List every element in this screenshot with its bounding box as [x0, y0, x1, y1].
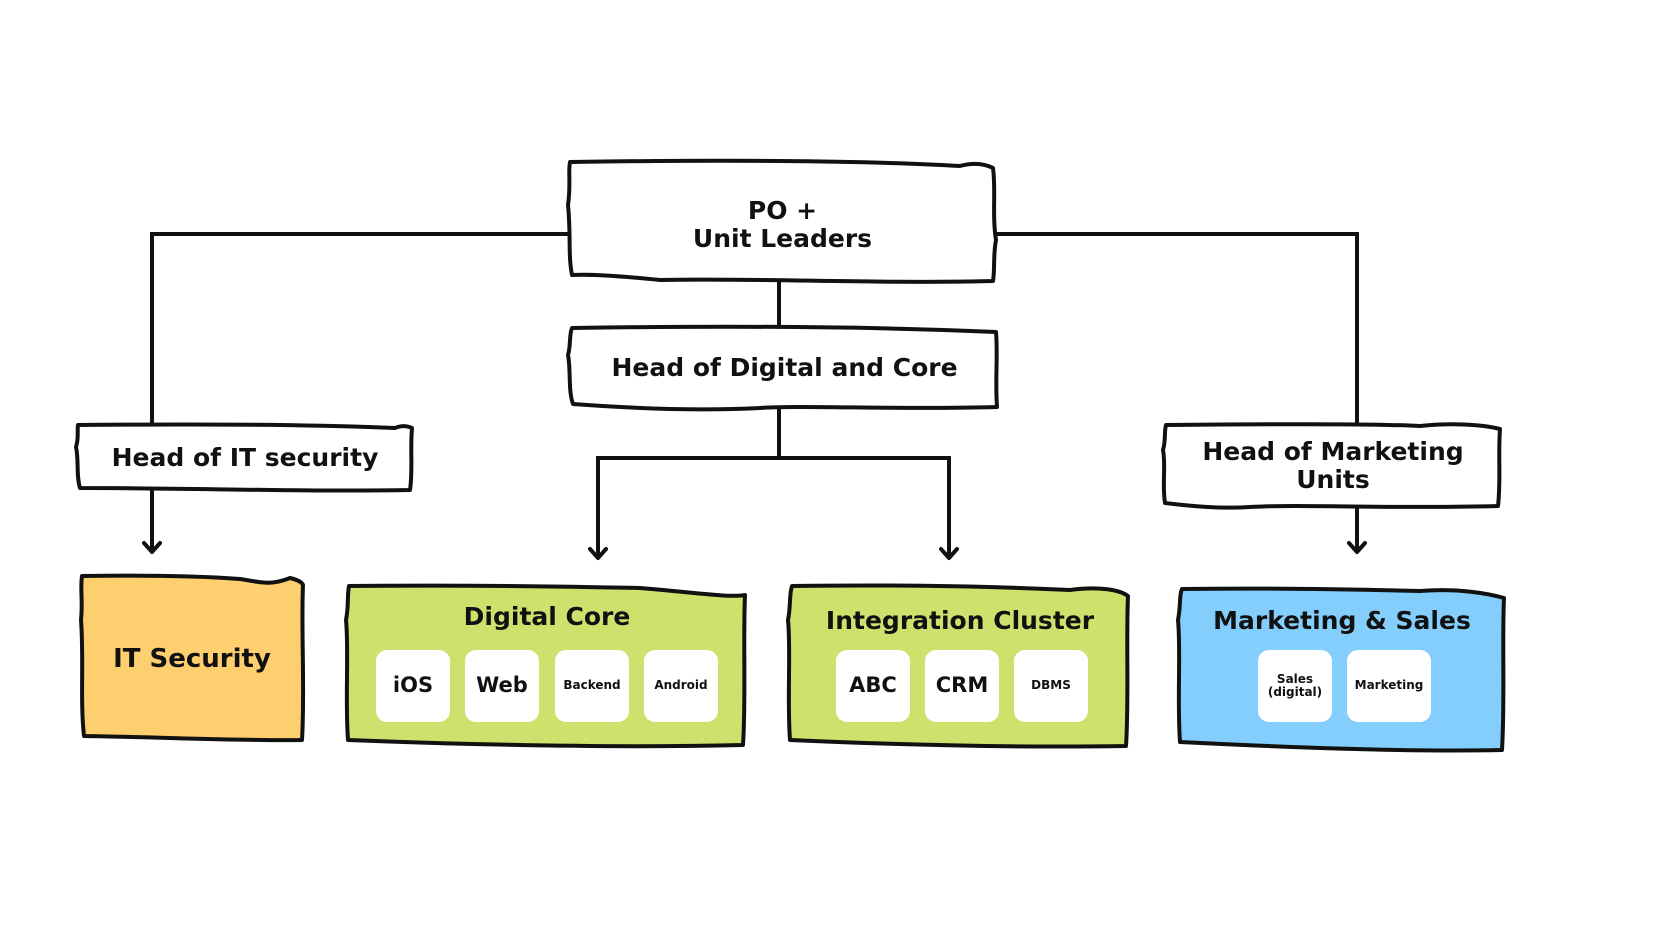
- it-security-unit-title: IT Security: [113, 644, 271, 675]
- connector-digital-head-branch: [596, 408, 951, 460]
- head-it-security-node[interactable]: Head of IT security: [78, 428, 412, 488]
- head-marketing-label: Head of Marketing Units: [1202, 437, 1464, 494]
- head-digital-core-label: Head of Digital and Core: [611, 353, 958, 382]
- root-node[interactable]: PO + Unit Leaders: [570, 180, 995, 270]
- digital-core-tile[interactable]: Android: [644, 650, 718, 722]
- arrowhead-icon: [1347, 541, 1367, 554]
- it-security-head-node-shape: [74, 422, 414, 493]
- arrowhead-icon: [939, 547, 959, 560]
- root-node-label: PO + Unit Leaders: [692, 196, 873, 253]
- integration-cluster-tile[interactable]: DBMS: [1014, 650, 1088, 722]
- connector-root-to-it-security-head: [150, 232, 572, 428]
- root-node-shape: [566, 158, 998, 284]
- marketing-sales-tile[interactable]: Sales (digital): [1258, 650, 1332, 722]
- it-security-unit[interactable]: IT Security: [82, 600, 302, 720]
- arrowhead-icon: [588, 547, 608, 560]
- marketing-head-node-shape: [1161, 422, 1502, 510]
- head-it-security-label: Head of IT security: [111, 443, 379, 472]
- marketing-sales-unit-title: Marketing & Sales: [1213, 606, 1471, 635]
- marketing-sales-tile[interactable]: Marketing: [1347, 650, 1431, 722]
- digital-core-tile[interactable]: iOS: [376, 650, 450, 722]
- head-digital-core-node[interactable]: Head of Digital and Core: [572, 335, 997, 401]
- integration-cluster-unit-title: Integration Cluster: [825, 606, 1095, 635]
- integration-cluster-tile[interactable]: CRM: [925, 650, 999, 722]
- integration-cluster-tile[interactable]: ABC: [836, 650, 910, 722]
- digital-head-node-shape: [566, 324, 999, 412]
- head-marketing-node[interactable]: Head of Marketing Units: [1166, 428, 1500, 504]
- arrowhead-icon: [142, 541, 162, 554]
- digital-core-tile[interactable]: Web: [465, 650, 539, 722]
- connector-root-to-marketing-head: [993, 232, 1359, 428]
- digital-core-tile[interactable]: Backend: [555, 650, 629, 722]
- it-security-unit-shape: [79, 573, 306, 743]
- digital-core-unit-title: Digital Core: [463, 602, 631, 631]
